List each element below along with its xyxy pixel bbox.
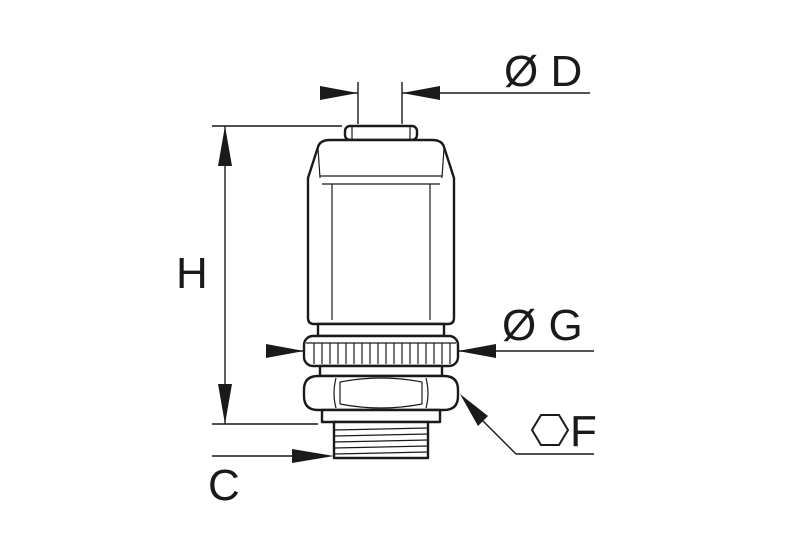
fitting-body [302, 124, 460, 460]
collet-ring [343, 124, 419, 142]
main-body [306, 138, 456, 326]
label-hex-f: F [570, 407, 597, 456]
dimension-f: F [460, 394, 597, 456]
arrow-f [460, 394, 488, 426]
label-height-h: H [176, 249, 208, 298]
knurl-lines [313, 343, 451, 364]
arrow-g-right [458, 344, 496, 358]
arrow-h-bottom [218, 384, 232, 424]
arrow-g-left [266, 344, 304, 358]
hex-nut [302, 374, 460, 412]
arrow-d-right [402, 86, 440, 100]
dimension-g: Ø G [266, 301, 594, 358]
dimension-h: H [176, 125, 342, 425]
label-thread-c: C [208, 461, 240, 510]
arrow-h-top [218, 126, 232, 166]
body-neck [316, 322, 446, 338]
base-flange [320, 408, 442, 424]
thread-lines [333, 427, 429, 455]
hexagon-icon [530, 414, 570, 446]
dimension-d: Ø D [320, 47, 590, 124]
knurled-ring [302, 334, 460, 368]
label-diameter-d: Ø D [504, 47, 582, 96]
arrow-d-left [320, 86, 358, 100]
arrow-c [292, 449, 334, 463]
spacer [318, 364, 444, 378]
label-diameter-g: Ø G [502, 301, 583, 350]
dimension-c: C [208, 449, 334, 510]
